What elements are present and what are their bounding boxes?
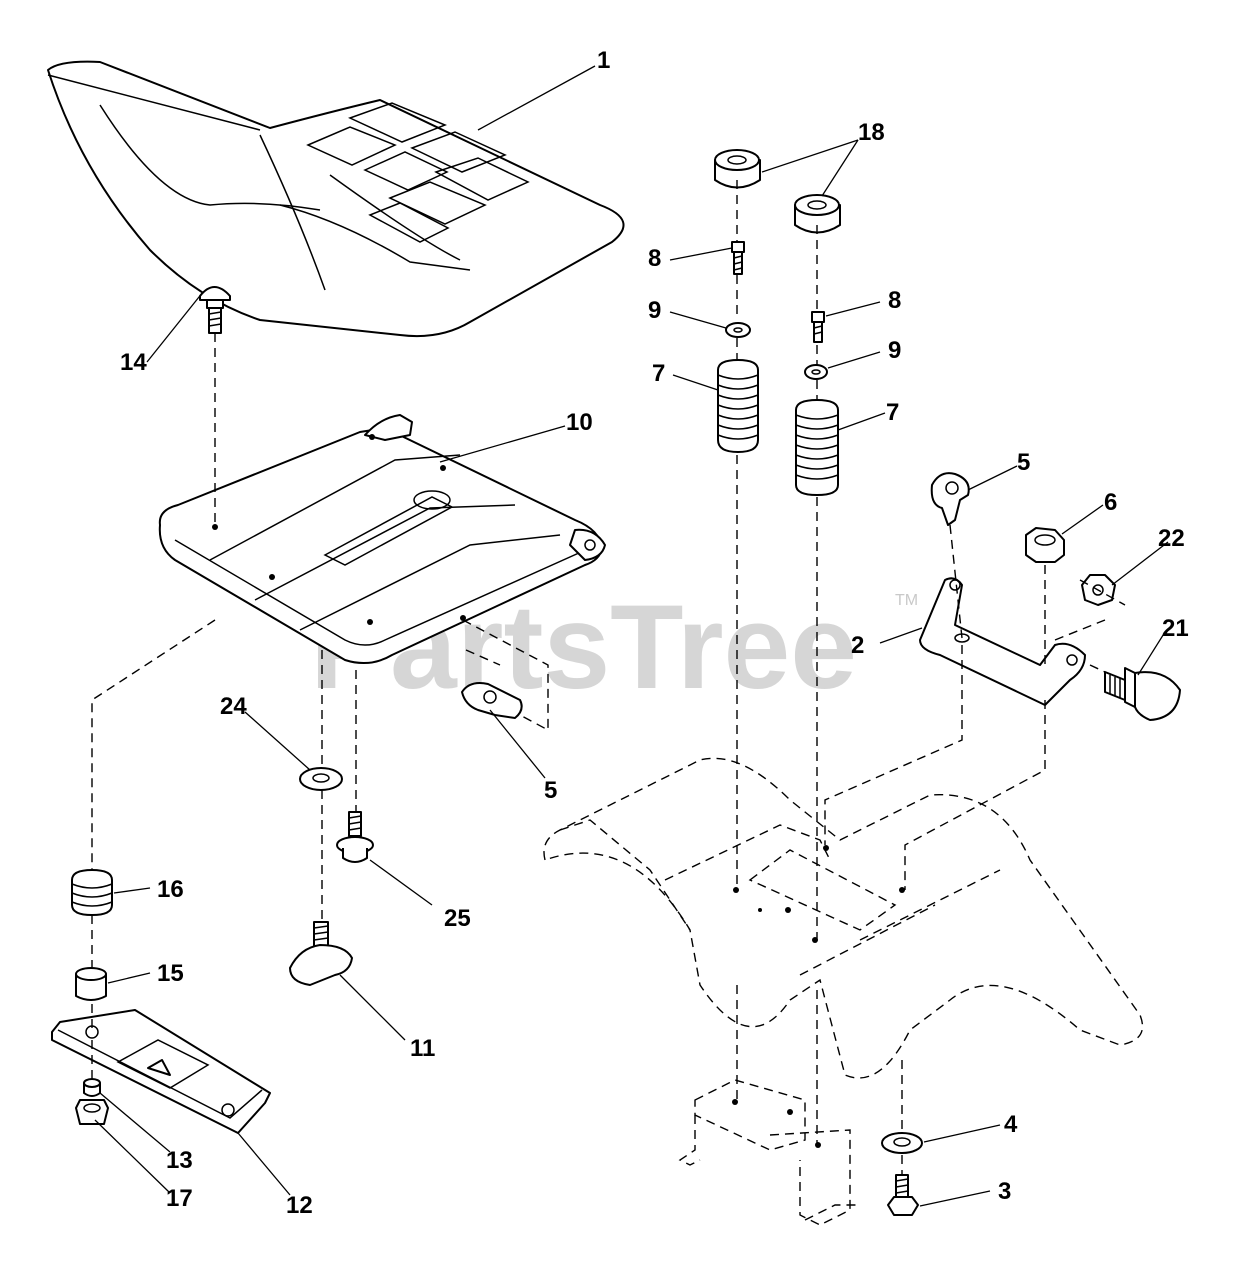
callout-8-left: 8 (648, 245, 661, 272)
clip-lower-part (461, 682, 523, 719)
callout-13: 13 (166, 1147, 193, 1174)
bracket-part (919, 577, 1086, 706)
washer-part-4 (881, 1132, 923, 1154)
slide-plate-part (51, 1009, 271, 1134)
callout-12: 12 (286, 1192, 313, 1219)
callout-5-lower: 5 (544, 777, 557, 804)
frame-outline (543, 757, 1144, 1079)
hex-bolt-part (887, 1174, 919, 1216)
adjust-knob-part (289, 921, 353, 986)
callout-labels: 1 18 8 9 7 8 9 7 14 10 5 6 22 2 21 24 5 … (120, 47, 1189, 1219)
flange-nut-part (75, 1078, 109, 1125)
callout-15: 15 (157, 960, 184, 987)
carriage-bolt-part (199, 286, 231, 334)
washer-part-24 (299, 767, 343, 791)
callout-14: 14 (120, 349, 147, 376)
trademark-mark: TM (895, 592, 918, 609)
seat-spring-part (71, 869, 113, 916)
callout-4: 4 (1004, 1111, 1018, 1138)
shoulder-screw-part (336, 811, 374, 863)
callout-5-upper: 5 (1017, 449, 1030, 476)
callout-18: 18 (858, 119, 885, 146)
shoulder-bolt-part (1104, 667, 1181, 721)
spacer-part-15 (75, 967, 107, 1001)
callout-9-left: 9 (648, 297, 661, 324)
callout-11: 11 (410, 1035, 435, 1062)
callout-8-right: 8 (888, 287, 901, 314)
callout-17: 17 (166, 1185, 193, 1212)
nut-parts (725, 322, 828, 380)
callout-25: 25 (444, 905, 471, 932)
seat-part (47, 60, 625, 338)
callout-1: 1 (597, 47, 610, 74)
spring-parts (717, 359, 839, 496)
callout-2: 2 (851, 632, 864, 659)
callout-24: 24 (220, 693, 247, 720)
screw-parts (731, 241, 825, 343)
callout-9-right: 9 (888, 337, 901, 364)
seat-plate-part (158, 414, 606, 665)
callout-10: 10 (566, 409, 593, 436)
lock-nut-part (1025, 527, 1065, 563)
assembly-lines (91, 180, 1126, 1175)
callout-7-right: 7 (886, 399, 899, 426)
callout-22: 22 (1158, 525, 1185, 552)
callout-7-left: 7 (652, 360, 665, 387)
callout-16: 16 (157, 876, 184, 903)
clip-upper-part (930, 472, 970, 526)
callout-21: 21 (1162, 615, 1189, 642)
leader-lines (94, 65, 1169, 1207)
lower-bracket-outline (678, 1079, 860, 1226)
seat-pads (306, 102, 530, 243)
spacer-parts (714, 149, 841, 234)
callout-3: 3 (998, 1178, 1011, 1205)
callout-6: 6 (1104, 489, 1117, 516)
